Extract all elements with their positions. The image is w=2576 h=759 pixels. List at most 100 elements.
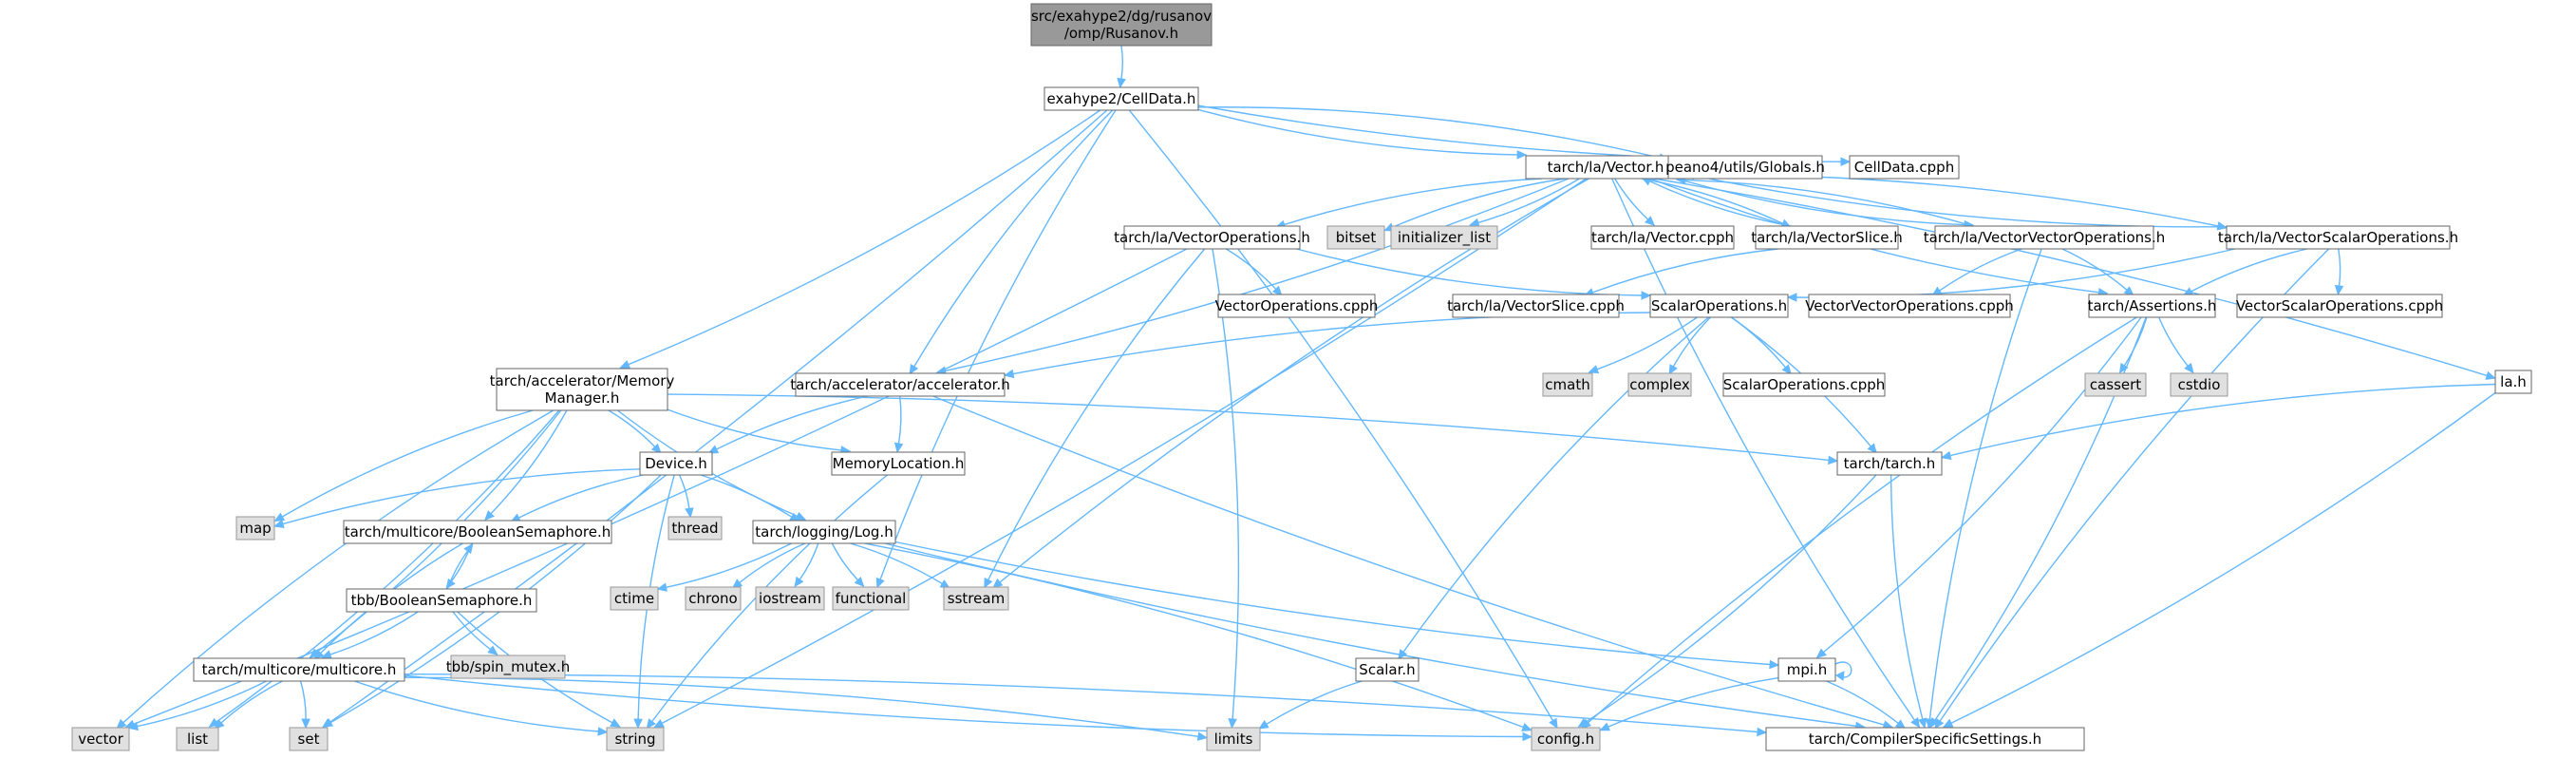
edge-arrowhead-la_h-to-compiler_h	[1942, 718, 1954, 728]
node-box-vsops_cpph	[2236, 294, 2443, 318]
node-memloc_h[interactable]: MemoryLocation.h	[831, 451, 966, 476]
node-cstdio[interactable]: cstdio	[2170, 372, 2228, 397]
node-vectorslice_h[interactable]: tarch/la/VectorSlice.h	[1751, 225, 1903, 250]
node-bitset[interactable]: bitset	[1326, 225, 1385, 250]
node-vector_cpph[interactable]: tarch/la/Vector.cpph	[1590, 225, 1735, 250]
edge-multicore_h-to-vector	[137, 680, 267, 728]
node-vops_h[interactable]: tarch/la/VectorOperations.h	[1114, 225, 1310, 250]
edge-vector_h-to-initializer_list	[1477, 178, 1580, 224]
edge-tbbsem_h-to-boolsem_h	[446, 550, 469, 590]
node-box-vectorslice_h	[1755, 225, 1899, 250]
node-device_h[interactable]: Device.h	[639, 451, 713, 476]
edge-vector_h-to-la_h	[1653, 178, 2488, 377]
node-iostream[interactable]: iostream	[755, 586, 825, 611]
edge-log_h-to-functional	[831, 542, 858, 581]
node-ctime[interactable]: ctime	[610, 586, 659, 611]
edge-arrowhead-boolsem_h-to-multicore_h	[313, 649, 325, 660]
node-label-vectorslice_h-line-0: tarch/la/VectorSlice.h	[1751, 229, 1903, 246]
node-config_h[interactable]: config.h	[1531, 727, 1601, 751]
node-box-sstream	[943, 586, 1009, 611]
node-tbbsem_h[interactable]: tbb/BooleanSemaphore.h	[346, 588, 537, 613]
edge-arrowhead-tbbsem_h-to-spin_mutex	[487, 645, 498, 655]
edge-arrowhead-multicore_h-to-set	[301, 718, 310, 730]
edge-arrowhead-device_h-to-string	[633, 718, 643, 730]
node-label-accel_h-line-0: tarch/accelerator/accelerator.h	[790, 376, 1009, 393]
node-box-device_h	[639, 451, 713, 476]
node-globals[interactable]: peano4/utils/Globals.h	[1665, 155, 1825, 180]
edge-arrowhead-celldata-to-config_h	[1549, 717, 1558, 730]
node-vector[interactable]: vector	[71, 727, 130, 751]
edge-arrowhead-tbbsem_h-to-multicore_h	[321, 650, 332, 659]
edge-arrowhead-assertions_h-to-cassert	[2118, 362, 2129, 374]
node-set[interactable]: set	[289, 727, 329, 751]
node-cmath[interactable]: cmath	[1542, 372, 1593, 397]
node-tarch_h[interactable]: tarch/tarch.h	[1836, 451, 1943, 476]
node-initializer_list[interactable]: initializer_list	[1390, 225, 1498, 250]
node-box-spin_mutex	[450, 655, 566, 679]
edge-vectorslice_h-to-vectorslice_cpph	[1592, 248, 1778, 294]
node-scalarops_h[interactable]: ScalarOperations.h	[1649, 294, 1789, 318]
edge-device_h-to-thread	[678, 474, 690, 509]
node-log_h[interactable]: tarch/logging/Log.h	[752, 520, 896, 544]
edge-arrowhead-root-to-celldata	[1117, 77, 1126, 89]
node-multicore_h[interactable]: tarch/multicore/multicore.h	[193, 657, 405, 682]
node-compiler_h[interactable]: tarch/CompilerSpecificSettings.h	[1765, 727, 2085, 751]
edge-arrowhead-vsops_h-to-vsops_cpph	[2334, 284, 2344, 296]
node-label-vops_h-line-0: tarch/la/VectorOperations.h	[1114, 229, 1310, 246]
edge-arrowhead-celldata-to-celldata_cpph	[1840, 157, 1852, 166]
edge-celldata-to-accel_h	[913, 109, 1114, 368]
node-cassert[interactable]: cassert	[2084, 372, 2147, 397]
node-boolsem_h[interactable]: tarch/multicore/BooleanSemaphore.h	[343, 520, 612, 544]
node-box-functional	[832, 586, 910, 611]
edge-memmgr_h-to-memloc_h	[667, 408, 842, 451]
edge-arrowhead-vsops_h-to-scalarops_h	[1786, 293, 1797, 302]
node-box-vops_h	[1123, 225, 1301, 250]
node-vvops_h[interactable]: tarch/la/VectorVectorOperations.h	[1924, 225, 2165, 250]
node-vectorslice_cpph[interactable]: tarch/la/VectorSlice.cpph	[1447, 294, 1625, 318]
node-scalar_h[interactable]: Scalar.h	[1355, 657, 1420, 682]
node-label-compiler_h-line-0: tarch/CompilerSpecificSettings.h	[1809, 731, 2041, 748]
node-root[interactable]: src/exahype2/dg/rusanov/omp/Rusanov.h	[1030, 3, 1213, 47]
node-assertions_h[interactable]: tarch/Assertions.h	[2088, 294, 2217, 318]
node-box-bitset	[1326, 225, 1385, 250]
node-list[interactable]: list	[176, 727, 219, 751]
node-complex[interactable]: complex	[1627, 372, 1692, 397]
node-box-mpi_h	[1777, 657, 1836, 682]
edge-arrowhead-memmgr_h-to-map	[273, 512, 286, 522]
node-scalarops_cpph[interactable]: ScalarOperations.cpph	[1722, 372, 1886, 397]
edge-accel_h-to-compiler_h	[932, 395, 1885, 726]
node-vvops_cpph[interactable]: VectorVectorOperations.cpph	[1805, 294, 2014, 318]
edge-memmgr_h-to-vector	[122, 409, 555, 724]
edge-log_h-to-sstream	[850, 542, 943, 584]
node-box-la_h	[2494, 370, 2532, 394]
edge-arrowhead-log_h-to-iostream	[794, 576, 804, 588]
node-spin_mutex[interactable]: tbb/spin_mutex.h	[446, 655, 571, 679]
node-box-vsops_h	[2226, 225, 2451, 250]
node-vsops_h[interactable]: tarch/la/VectorScalarOperations.h	[2218, 225, 2458, 250]
node-vector_h[interactable]: tarch/la/Vector.h	[1525, 155, 1686, 180]
edge-arrowhead-memmgr_h-to-vector	[116, 718, 127, 730]
edge-arrowhead-scalarops_h-to-accel_h	[1003, 369, 1015, 379]
node-celldata[interactable]: exahype2/CellData.h	[1044, 86, 1199, 111]
node-box-thread	[668, 516, 723, 541]
node-box-scalar_h	[1355, 657, 1420, 682]
edge-log_h-to-mpi_h	[894, 541, 1771, 666]
node-chrono[interactable]: chrono	[685, 586, 742, 611]
node-functional[interactable]: functional	[832, 586, 910, 611]
node-celldata_cpph[interactable]: CellData.cpph	[1849, 155, 1960, 180]
node-label-la_h-line-0: la.h	[2500, 373, 2527, 390]
node-map[interactable]: map	[235, 516, 275, 541]
edge-assertions_h-to-mpi_h	[1823, 316, 2142, 654]
node-thread[interactable]: thread	[668, 516, 723, 541]
node-string[interactable]: string	[606, 727, 665, 751]
node-limits[interactable]: limits	[1206, 727, 1261, 751]
node-box-vvops_cpph	[1808, 294, 2011, 318]
node-vsops_cpph[interactable]: VectorScalarOperations.cpph	[2236, 294, 2443, 318]
node-accel_h[interactable]: tarch/accelerator/accelerator.h	[790, 372, 1010, 397]
node-mpi_h[interactable]: mpi.h	[1777, 657, 1836, 682]
edge-vops_h-to-vops_cpph	[1225, 248, 1277, 290]
node-la_h[interactable]: la.h	[2494, 370, 2532, 394]
node-sstream[interactable]: sstream	[943, 586, 1009, 611]
node-vops_cpph[interactable]: VectorOperations.cpph	[1215, 294, 1379, 318]
